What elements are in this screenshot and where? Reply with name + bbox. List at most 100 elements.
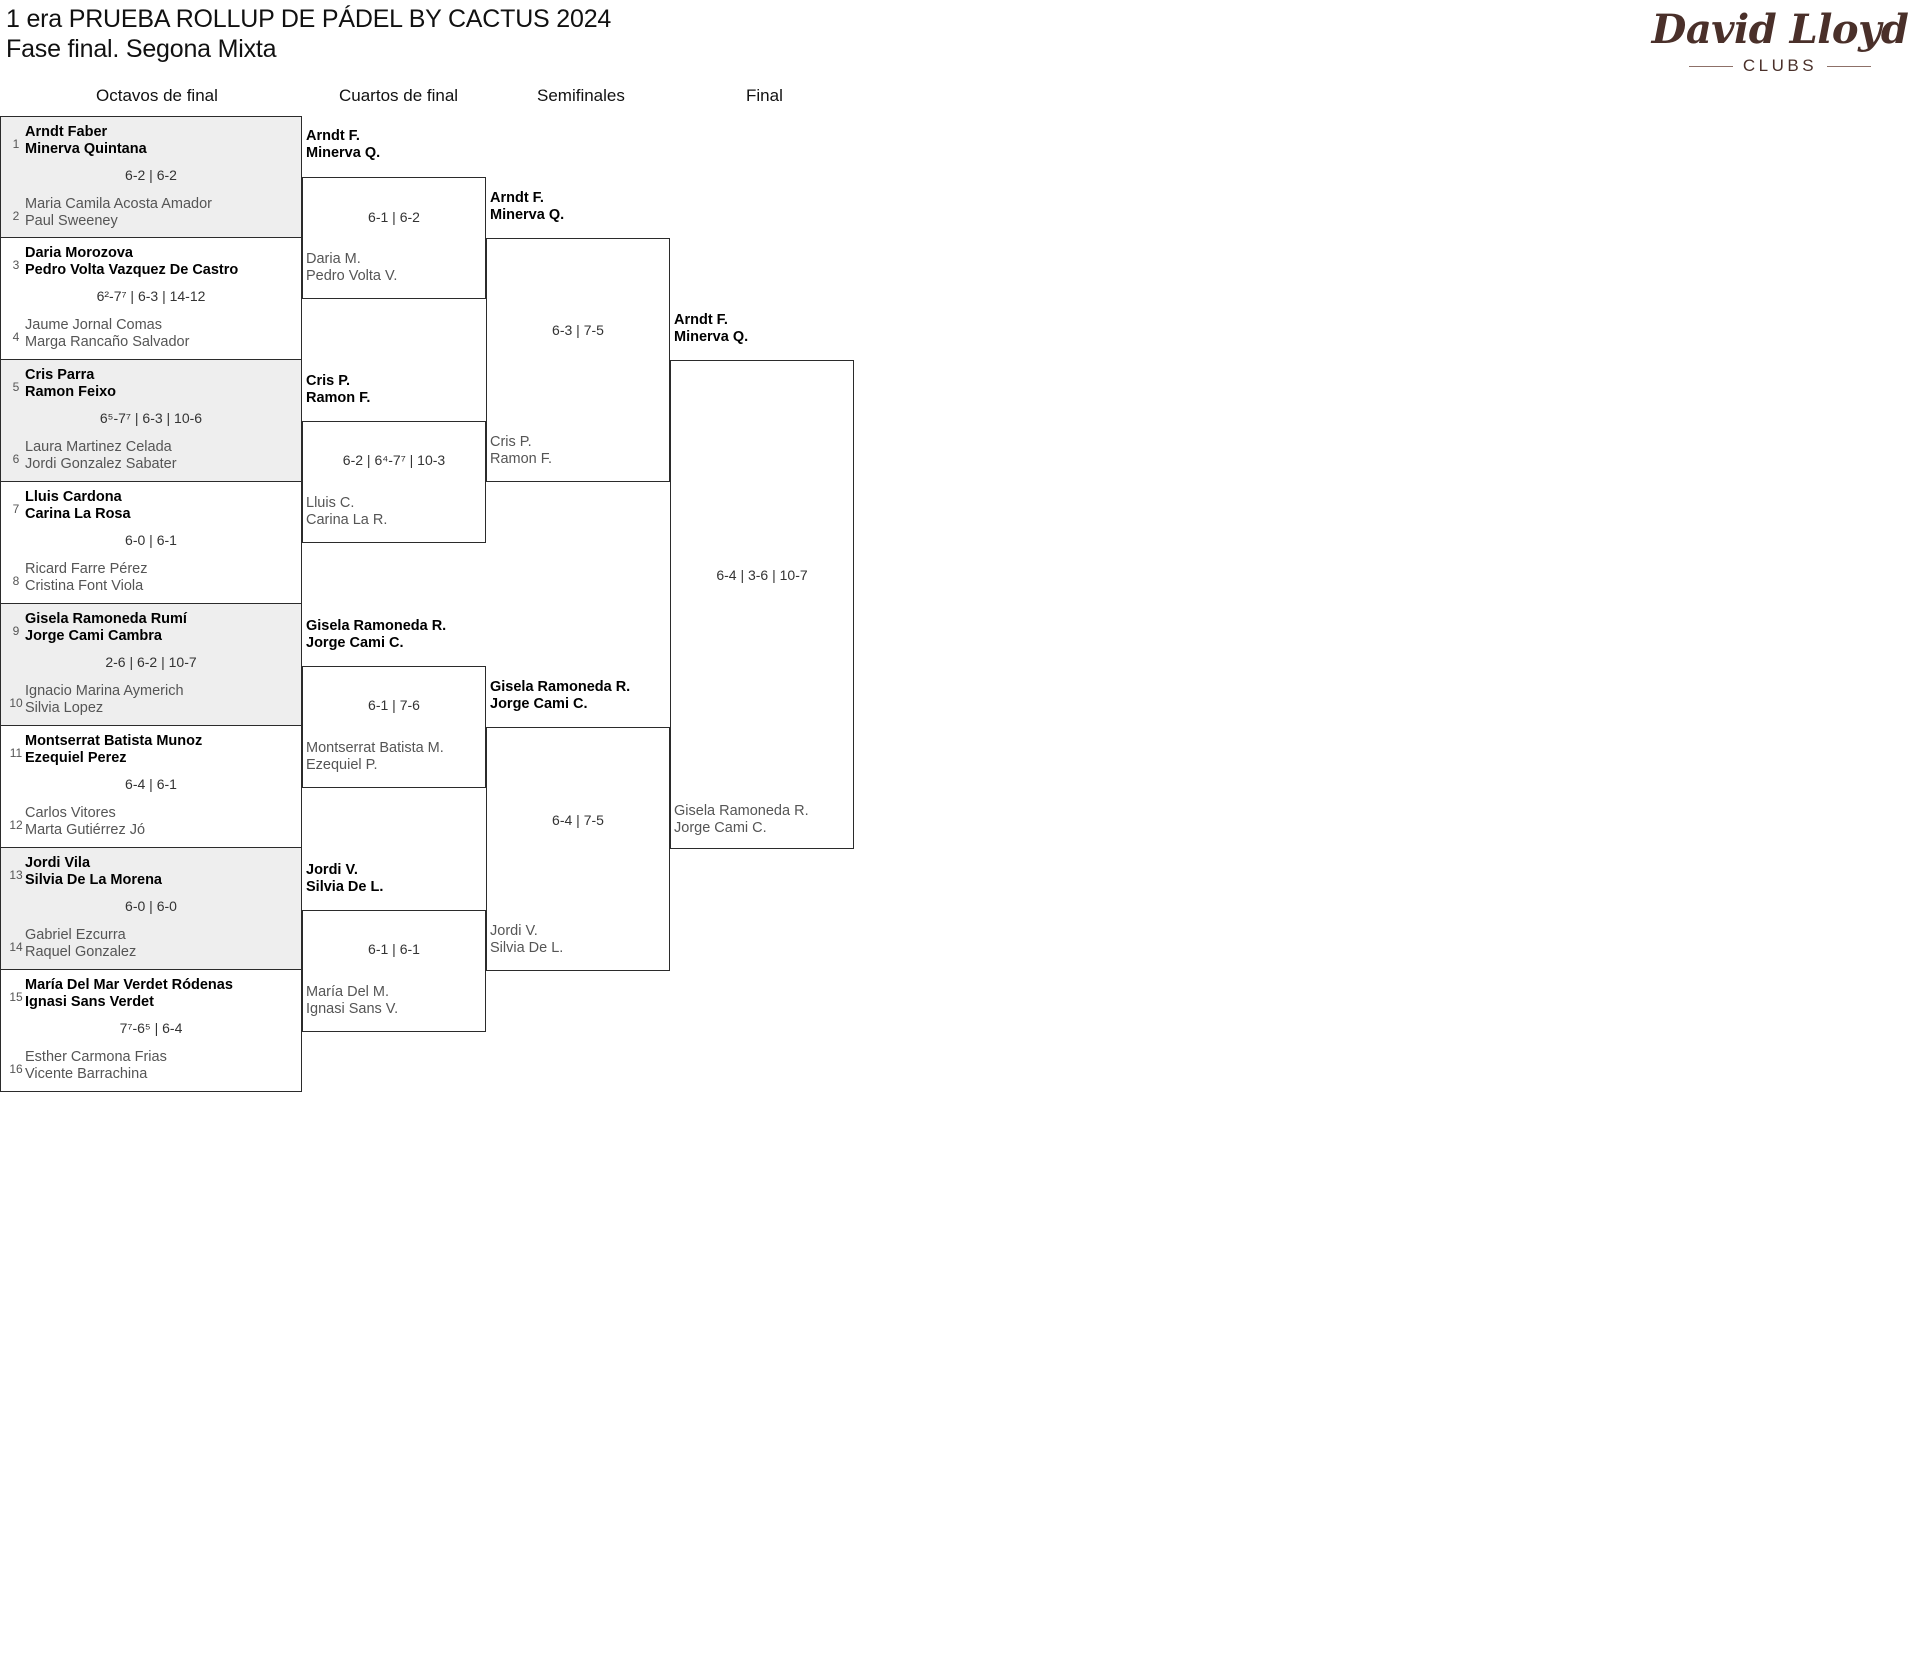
tournament-bracket: 1 Arndt Faber Minerva Quintana 6-2 | 6-2… [0, 116, 900, 1092]
r2-match-3-box[interactable] [302, 666, 486, 788]
r1-team-bottom: Esther Carmona Frias Vicente Barrachina [25, 1049, 295, 1082]
r3-match-2-loser: Jordi V. Silvia De L. [490, 923, 563, 956]
seed-number: 5 [12, 380, 20, 394]
player-name: Ricard Farre Pérez [25, 561, 148, 577]
r1-match-8[interactable]: 15 María Del Mar Verdet Ródenas Ignasi S… [0, 970, 302, 1092]
r2-match-1-score: 6-1 | 6-2 [368, 209, 420, 225]
r1-team-top: Arndt Faber Minerva Quintana [25, 124, 295, 157]
seed-number: 16 [9, 1062, 23, 1076]
r1-match-7[interactable]: 13 Jordi Vila Silvia De La Morena 6-0 | … [0, 848, 302, 970]
r1-team-top: Daria Morozova Pedro Volta Vazquez De Ca… [25, 245, 295, 278]
r2-match-3-loser: Montserrat Batista M. Ezequiel P. [306, 740, 444, 773]
player-name: Cristina Font Viola [25, 577, 144, 594]
player-name: Jorge Cami C. [674, 819, 767, 836]
player-name: Ignasi Sans V. [306, 1000, 399, 1017]
r1-team-bottom: Ignacio Marina Aymerich Silvia Lopez [25, 683, 295, 716]
r2-match-4-winner: Jordi V. Silvia De L. [306, 862, 383, 895]
r1-match-1[interactable]: 1 Arndt Faber Minerva Quintana 6-2 | 6-2… [0, 116, 302, 238]
round-heading-octavos: Octavos de final [96, 86, 218, 105]
r2-match-1-loser: Daria M. Pedro Volta V. [306, 251, 397, 284]
r1-team-top: Cris Parra Ramon Feixo [25, 367, 295, 400]
player-name: Lluis Cardona [25, 489, 122, 505]
player-name: Silvia De L. [306, 878, 384, 895]
player-name: Jordi Gonzalez Sabater [25, 455, 177, 472]
r4-match-1-box[interactable] [670, 360, 854, 849]
player-name: Minerva Q. [306, 144, 381, 161]
r3-match-1-box[interactable] [486, 238, 670, 482]
player-name: Cris P. [306, 373, 351, 389]
player-name: Laura Martinez Celada [25, 439, 172, 455]
player-name: Arndt F. [490, 190, 544, 206]
player-name: Carina La R. [306, 511, 388, 528]
r1-team-top: Jordi Vila Silvia De La Morena [25, 855, 295, 888]
round-heading-semifinales: Semifinales [537, 86, 625, 105]
player-name: Minerva Q. [490, 206, 565, 223]
player-name: Arndt F. [674, 312, 728, 328]
seed-number: 15 [9, 990, 23, 1004]
r2-match-2-box[interactable] [302, 421, 486, 543]
r1-team-top: Lluis Cardona Carina La Rosa [25, 489, 295, 522]
r4-runner-up: Gisela Ramoneda R. Jorge Cami C. [674, 803, 809, 836]
tournament-subtitle: Fase final. Segona Mixta [6, 35, 277, 63]
r2-match-3-winner: Gisela Ramoneda R. Jorge Cami C. [306, 618, 446, 651]
r3-match-1-score: 6-3 | 7-5 [552, 322, 604, 338]
david-lloyd-clubs-logo: David Lloyd CLUBS [1650, 6, 1910, 80]
seed-number: 11 [9, 746, 23, 760]
player-name: Arndt F. [306, 128, 360, 144]
r2-match-4-box[interactable] [302, 910, 486, 1032]
r4-score: 6-4 | 3-6 | 10-7 [716, 567, 808, 583]
round-heading-cuartos: Cuartos de final [339, 86, 459, 105]
player-name: Jordi V. [490, 923, 538, 939]
seed-number: 6 [12, 452, 20, 466]
logo-clubs-text: CLUBS [1742, 56, 1818, 75]
match-score: 7⁷-6⁵ | 6-4 [119, 1020, 183, 1036]
r2-match-4-loser: María Del M. Ignasi Sans V. [306, 984, 398, 1017]
player-name: María Del Mar Verdet Ródenas [25, 977, 233, 993]
r1-match-3[interactable]: 5 Cris Parra Ramon Feixo 6⁵-7⁷ | 6-3 | 1… [0, 360, 302, 482]
player-name: Pedro Volta Vazquez De Castro [25, 261, 239, 278]
player-name: Daria Morozova [25, 245, 133, 261]
player-name: Ramon Feixo [25, 383, 117, 400]
player-name: Marga Rancaño Salvador [25, 333, 190, 350]
match-score: 6-2 | 6-2 [125, 167, 177, 183]
seed-number: 3 [12, 258, 20, 272]
r1-match-5[interactable]: 9 Gisela Ramoneda Rumí Jorge Cami Cambra… [0, 604, 302, 726]
seed-number: 4 [12, 330, 20, 344]
player-name: Cris P. [490, 434, 532, 450]
r3-match-2-winner: Gisela Ramoneda R. Jorge Cami C. [490, 679, 630, 712]
player-name: Gisela Ramoneda R. [306, 618, 447, 634]
r1-match-4[interactable]: 7 Lluis Cardona Carina La Rosa 6-0 | 6-1… [0, 482, 302, 604]
seed-number: 13 [9, 868, 23, 882]
r1-match-2[interactable]: 3 Daria Morozova Pedro Volta Vazquez De … [0, 238, 302, 360]
player-name: Ezequiel P. [306, 756, 378, 773]
player-name: Maria Camila Acosta Amador [25, 196, 212, 212]
player-name: Silvia De L. [490, 939, 564, 956]
logo-wordmark: David Lloyd [1651, 6, 1909, 53]
round-heading-final: Final [746, 86, 783, 105]
player-name: Carina La Rosa [25, 505, 131, 522]
r2-match-2-score: 6-2 | 6⁴-7⁷ | 10-3 [342, 452, 446, 468]
r1-team-bottom: Ricard Farre Pérez Cristina Font Viola [25, 561, 295, 594]
r1-team-top: Montserrat Batista Munoz Ezequiel Perez [25, 733, 295, 766]
player-name: Gabriel Ezcurra [25, 927, 126, 943]
seed-number: 10 [9, 696, 23, 710]
player-name: Gisela Ramoneda Rumí [25, 611, 187, 627]
player-name: Jorge Cami C. [306, 634, 404, 651]
match-score: 6²-7⁷ | 6-3 | 14-12 [96, 288, 206, 304]
r2-match-1-box[interactable] [302, 177, 486, 299]
r3-match-2-box[interactable] [486, 727, 670, 971]
player-name: Silvia Lopez [25, 699, 104, 716]
player-name: Jaume Jornal Comas [25, 317, 162, 333]
r1-match-6[interactable]: 11 Montserrat Batista Munoz Ezequiel Per… [0, 726, 302, 848]
match-score: 2-6 | 6-2 | 10-7 [105, 654, 197, 670]
player-name: Esther Carmona Frias [25, 1049, 167, 1065]
r1-team-bottom: Jaume Jornal Comas Marga Rancaño Salvado… [25, 317, 295, 350]
player-name: María Del M. [306, 984, 389, 1000]
match-score: 6⁵-7⁷ | 6-3 | 10-6 [99, 410, 203, 426]
player-name: Montserrat Batista M. [306, 740, 444, 756]
r1-team-bottom: Maria Camila Acosta Amador Paul Sweeney [25, 196, 295, 229]
r1-team-bottom: Carlos Vitores Marta Gutiérrez Jó [25, 805, 295, 838]
seed-number: 2 [12, 209, 20, 223]
seed-number: 8 [12, 574, 20, 588]
player-name: Pedro Volta V. [306, 267, 398, 284]
